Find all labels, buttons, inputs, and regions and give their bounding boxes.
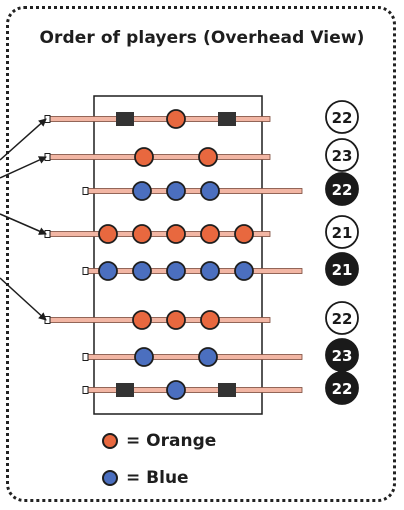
rod-count-label: 22 bbox=[332, 310, 353, 328]
blue-player-figure bbox=[98, 261, 118, 281]
rod-count-badge bbox=[325, 301, 359, 335]
diagram-title: Order of players (Overhead View) bbox=[39, 28, 365, 48]
blue-player-figure bbox=[200, 181, 220, 201]
orange-player-figure bbox=[98, 224, 118, 244]
pointer-arrow bbox=[0, 277, 47, 321]
orange-player-figure bbox=[200, 310, 220, 330]
rod-count-label: 21 bbox=[332, 261, 353, 279]
blue-player-swatch bbox=[102, 470, 118, 486]
rod-count-label: 23 bbox=[332, 347, 353, 365]
orange-player-figure bbox=[166, 310, 186, 330]
blue-player-figure bbox=[132, 181, 152, 201]
blue-player-figure bbox=[166, 261, 186, 281]
goalie-block bbox=[218, 112, 236, 126]
rod-count-badge bbox=[325, 371, 359, 405]
player-rod bbox=[47, 116, 271, 122]
pointer-arrow bbox=[0, 118, 47, 161]
rod-count-badge bbox=[325, 138, 359, 172]
rod-end-cap bbox=[82, 386, 89, 394]
orange-player-swatch bbox=[102, 433, 118, 449]
player-rod bbox=[85, 268, 303, 274]
orange-player-figure bbox=[198, 147, 218, 167]
goalie-block bbox=[116, 112, 134, 126]
orange-player-figure bbox=[132, 224, 152, 244]
orange-player-figure bbox=[132, 310, 152, 330]
goalie-block bbox=[218, 383, 236, 397]
dotted-frame bbox=[6, 6, 396, 502]
arrows-layer bbox=[0, 118, 47, 321]
rod-count-badge bbox=[325, 338, 359, 372]
blue-player-figure bbox=[200, 261, 220, 281]
orange-player-figure bbox=[200, 224, 220, 244]
rod-end-cap bbox=[82, 187, 89, 195]
blue-player-figure bbox=[198, 347, 218, 367]
rod-count-badge bbox=[325, 100, 359, 134]
orange-player-figure bbox=[166, 224, 186, 244]
blue-player-figure bbox=[166, 380, 186, 400]
legend-blue: = Blue bbox=[102, 465, 189, 491]
orange-player-figure bbox=[234, 224, 254, 244]
rods-layer bbox=[44, 109, 303, 400]
rod-count-label: 23 bbox=[332, 147, 353, 165]
player-rod bbox=[47, 154, 271, 160]
rod-count-badge bbox=[325, 172, 359, 206]
blue-player-figure bbox=[132, 261, 152, 281]
rod-count-label: 22 bbox=[332, 109, 353, 127]
rod-count-label: 21 bbox=[332, 224, 353, 242]
blue-player-figure bbox=[134, 347, 154, 367]
rod-end-cap bbox=[82, 267, 89, 275]
pointer-arrow bbox=[0, 213, 47, 235]
rod-count-label: 22 bbox=[332, 181, 353, 199]
rod-count-label: 22 bbox=[332, 380, 353, 398]
goalie-block bbox=[116, 383, 134, 397]
badges-layer: 22 23 22 21 21 22 23 22 bbox=[325, 100, 359, 405]
player-rod bbox=[85, 188, 303, 194]
orange-player-figure bbox=[134, 147, 154, 167]
table-outline bbox=[93, 95, 263, 415]
legend-orange: = Orange bbox=[102, 428, 216, 454]
player-rod bbox=[47, 317, 271, 323]
pointer-arrow bbox=[0, 156, 47, 179]
rod-end-cap bbox=[82, 353, 89, 361]
orange-player-figure bbox=[166, 109, 186, 129]
legend-orange-label: = Orange bbox=[126, 431, 217, 451]
blue-player-figure bbox=[234, 261, 254, 281]
player-rod bbox=[85, 354, 303, 360]
rod-count-badge bbox=[325, 215, 359, 249]
rod-count-badge bbox=[325, 252, 359, 286]
legend-blue-label: = Blue bbox=[126, 468, 189, 488]
blue-player-figure bbox=[166, 181, 186, 201]
